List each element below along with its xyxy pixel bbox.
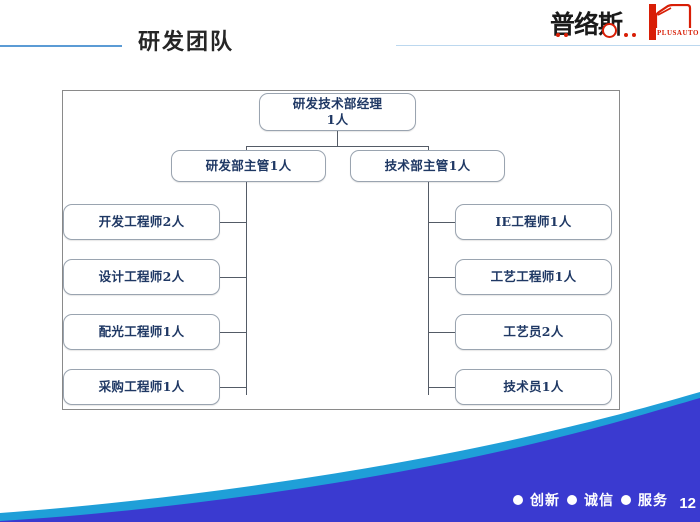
footer-slogan: 创新 诚信 服务: [513, 490, 668, 510]
org-node-right-0[interactable]: IE工程师1人: [455, 204, 612, 240]
org-node-root[interactable]: 研发技术部经理 1人: [259, 93, 416, 131]
brand-logo: 普络斯 PLUSAUTO: [550, 3, 699, 43]
connector-left-stub-3: [220, 387, 247, 389]
logo-english-text: PLUSAUTO: [657, 29, 699, 37]
org-node-left-1[interactable]: 设计工程师2人: [63, 259, 220, 295]
page-number: 12: [679, 495, 696, 512]
orgchart-frame: 研发技术部经理 1人 研发部主管1人 技术部主管1人 开发工程师2人 设计工程师…: [62, 90, 620, 410]
connector-left-stub-2: [220, 332, 247, 334]
org-node-manager-tech[interactable]: 技术部主管1人: [350, 150, 505, 182]
connector-right-stub-3: [428, 387, 455, 389]
connector-right-stub-1: [428, 277, 455, 279]
org-node-left-3[interactable]: 采购工程师1人: [63, 369, 220, 405]
bullet-icon: [621, 495, 631, 505]
org-node-right-2[interactable]: 工艺员2人: [455, 314, 612, 350]
logo-dot-icon: [632, 33, 636, 37]
org-node-left-2[interactable]: 配光工程师1人: [63, 314, 220, 350]
logo-dot-icon: [564, 33, 568, 37]
connector-left-stub-0: [220, 222, 247, 224]
slide-header: 研发团队 普络斯 PLUSAUTO: [0, 0, 700, 72]
connector-right-stub-0: [428, 222, 455, 224]
slogan-item-2: 服务: [638, 493, 668, 509]
header-rule-right: [396, 45, 700, 46]
org-node-left-0[interactable]: 开发工程师2人: [63, 204, 220, 240]
bullet-icon: [567, 495, 577, 505]
logo-dot-icon: [624, 33, 628, 37]
header-rule-left: [0, 45, 122, 47]
logo-bar-icon: [649, 4, 656, 40]
slogan-item-1: 诚信: [584, 493, 614, 509]
page-title: 研发团队: [138, 29, 235, 55]
logo-dot-icon: [556, 33, 560, 37]
car-outline-icon: [654, 4, 692, 28]
slogan-item-0: 创新: [530, 493, 560, 509]
connector-left-stub-1: [220, 277, 247, 279]
connector-right-spine: [428, 182, 430, 395]
org-node-right-1[interactable]: 工艺工程师1人: [455, 259, 612, 295]
org-node-root-line2: 1人: [326, 112, 349, 127]
logo-ring-icon: [602, 23, 617, 38]
connector-manager-bus: [246, 146, 429, 148]
connector-right-stub-2: [428, 332, 455, 334]
org-node-manager-rd[interactable]: 研发部主管1人: [171, 150, 326, 182]
bullet-icon: [513, 495, 523, 505]
connector-root-down: [337, 131, 339, 146]
connector-left-spine: [246, 182, 248, 395]
org-node-root-line1: 研发技术部经理: [292, 96, 383, 112]
org-node-right-3[interactable]: 技术员1人: [455, 369, 612, 405]
